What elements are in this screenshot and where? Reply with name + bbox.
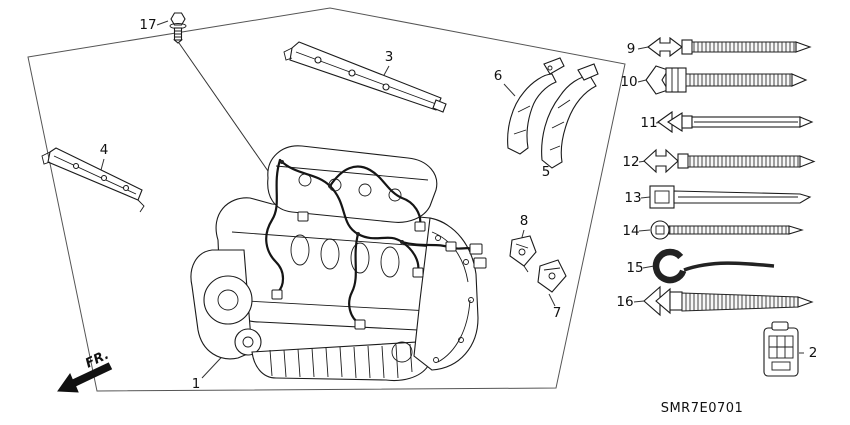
callout-8[interactable]: 8 bbox=[520, 213, 529, 229]
clip-part-8[interactable] bbox=[509, 235, 537, 273]
connector-part-2[interactable] bbox=[763, 321, 799, 377]
bolt-part-17[interactable] bbox=[169, 12, 187, 44]
band-part-11[interactable] bbox=[657, 110, 814, 134]
callout-2[interactable]: 2 bbox=[809, 345, 818, 361]
band-part-14[interactable] bbox=[650, 220, 804, 240]
bracket-part-4[interactable] bbox=[41, 147, 145, 213]
fr-arrow-icon bbox=[57, 362, 113, 393]
clip-part-7[interactable] bbox=[537, 259, 567, 293]
wire-harness bbox=[265, 158, 487, 330]
callout-13[interactable]: 13 bbox=[624, 190, 641, 206]
callout-1[interactable]: 1 bbox=[192, 376, 201, 392]
callout-14[interactable]: 14 bbox=[622, 223, 639, 239]
valve-cover bbox=[267, 145, 438, 223]
callout-12[interactable]: 12 bbox=[622, 154, 639, 170]
diagram-border bbox=[27, 7, 626, 392]
callout-17[interactable]: 17 bbox=[139, 17, 156, 33]
hook-clip-part-15[interactable] bbox=[652, 248, 775, 284]
bracket-part-6[interactable] bbox=[507, 57, 565, 155]
engine-assembly[interactable] bbox=[190, 145, 487, 382]
callout-7[interactable]: 7 bbox=[553, 305, 562, 321]
callout-9[interactable]: 9 bbox=[627, 41, 636, 57]
band-part-12[interactable] bbox=[643, 148, 816, 174]
callout-labels: 1 2 3 4 5 6 7 8 9 10 11 12 13 14 15 16 1… bbox=[100, 17, 818, 392]
band-part-10[interactable] bbox=[645, 65, 808, 95]
diagram-code: SMR7E0701 bbox=[661, 401, 744, 416]
callout-11[interactable]: 11 bbox=[640, 115, 657, 131]
band-part-16[interactable] bbox=[643, 285, 814, 317]
fr-direction: FR. bbox=[57, 348, 113, 393]
timing-cover-pulleys bbox=[190, 249, 262, 360]
callout-6[interactable]: 6 bbox=[494, 68, 503, 84]
callout-10[interactable]: 10 bbox=[620, 74, 637, 90]
oil-pan bbox=[251, 341, 429, 382]
callout-15[interactable]: 15 bbox=[626, 260, 643, 276]
callout-16[interactable]: 16 bbox=[616, 294, 633, 310]
callout-4[interactable]: 4 bbox=[100, 142, 109, 158]
callout-5[interactable]: 5 bbox=[542, 164, 551, 180]
band-part-13[interactable] bbox=[649, 185, 812, 209]
transmission-housing bbox=[391, 217, 479, 371]
bracket-part-3[interactable] bbox=[283, 41, 447, 113]
band-part-9[interactable] bbox=[647, 36, 812, 58]
callout-3[interactable]: 3 bbox=[385, 49, 394, 65]
cover-part-5[interactable] bbox=[541, 63, 599, 169]
